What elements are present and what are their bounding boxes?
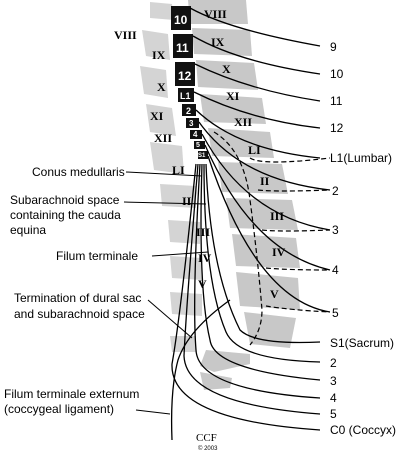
vertebra-label: XI — [150, 109, 164, 123]
nerve-label: 3 — [332, 223, 339, 237]
cord-segment-label: 10 — [174, 13, 188, 27]
vertebra-label: X — [222, 62, 231, 76]
vertebra-label: LI — [248, 143, 261, 157]
nerve-label: 2 — [332, 184, 339, 198]
spinous-processes — [140, 2, 202, 352]
vertebra-label: XII — [234, 115, 252, 129]
filum-terminale-label: Filum terminale — [56, 249, 138, 263]
cord-segment-labels: 10 11 12 L1 2 3 4 5 S1 — [174, 13, 206, 159]
nerve-label: C0 (Coccyx) — [330, 423, 396, 437]
vertebra-label: XII — [154, 131, 172, 145]
cord-segment-label: L1 — [180, 91, 191, 101]
dural-sac-outline — [213, 131, 331, 346]
subarachnoid-label-line2: containing the cauda — [10, 208, 121, 222]
vertebra-label: V — [198, 277, 207, 291]
nerve-label: 3 — [330, 374, 337, 388]
credit-year-label: © 2003 — [198, 445, 218, 452]
nerve-label: 5 — [330, 407, 337, 421]
subarachnoid-label-line1: Subarachnoid space — [10, 193, 120, 207]
cord-segment-label: 4 — [193, 130, 198, 139]
vertebra-label: V — [270, 287, 279, 301]
vertebra-label: XI — [226, 89, 240, 103]
filum-externum-label-line2: (coccygeal ligament) — [4, 402, 114, 416]
nerve-label: S1(Sacrum) — [330, 336, 394, 350]
cord-segment-label: 3 — [189, 119, 194, 128]
vertebra-label: III — [196, 225, 210, 239]
cord-segment-label: 12 — [178, 69, 192, 83]
nerve-label: 4 — [330, 391, 337, 405]
termination-label-line2: and subarachnoid space — [14, 307, 145, 321]
vertebra-labels-left: VIII IX X XI XII LI II III IV V — [114, 28, 212, 291]
annotation-leaders — [123, 171, 209, 415]
nerve-label: 4 — [332, 263, 339, 277]
vertebra-label: IX — [211, 35, 225, 49]
vertebra-label: III — [270, 209, 284, 223]
vertebra-label: IX — [152, 48, 166, 62]
nerve-label: 9 — [330, 40, 337, 54]
nerve-label: 2 — [330, 356, 337, 370]
nerve-labels: 9 10 11 12 L1(Lumbar) 2 3 4 5 S1(Sacrum)… — [330, 40, 396, 437]
vertebra-labels-right: VIII IX X XI XII LI II III IV V — [204, 7, 286, 301]
cord-segment-blocks — [171, 6, 208, 159]
nerve-label: L1(Lumbar) — [330, 151, 392, 165]
cord-segment-label: 11 — [176, 41, 189, 55]
annotations: Conus medullaris Subarachnoid space cont… — [4, 165, 145, 416]
cord-segment-label: 5 — [196, 142, 200, 149]
vertebra-label: IV — [272, 245, 286, 259]
vertebra-label: VIII — [114, 28, 137, 42]
nerve-label: 11 — [330, 94, 343, 108]
termination-label-line1: Termination of dural sac — [14, 291, 141, 305]
vertebra-label: II — [182, 194, 192, 208]
conus-medullaris-label: Conus medullaris — [32, 165, 125, 179]
nerve-roots — [170, 7, 331, 441]
nerve-label: 5 — [332, 306, 339, 320]
subarachnoid-label-line3: equina — [10, 223, 46, 237]
filum-externum-label-line1: Filum terminale externum — [4, 387, 139, 401]
nerve-label: 12 — [330, 121, 344, 135]
nerve-label: 10 — [330, 67, 344, 81]
cord-segment-label: S1 — [198, 153, 206, 159]
vertebra-label: II — [260, 174, 270, 188]
credit-label: CCF — [196, 432, 217, 444]
vertebra-label: VIII — [204, 7, 227, 21]
cord-segment-label: 2 — [186, 106, 191, 116]
vertebra-label: LI — [172, 163, 185, 177]
vertebra-label: X — [157, 80, 166, 94]
vertebra-label: IV — [198, 251, 212, 265]
